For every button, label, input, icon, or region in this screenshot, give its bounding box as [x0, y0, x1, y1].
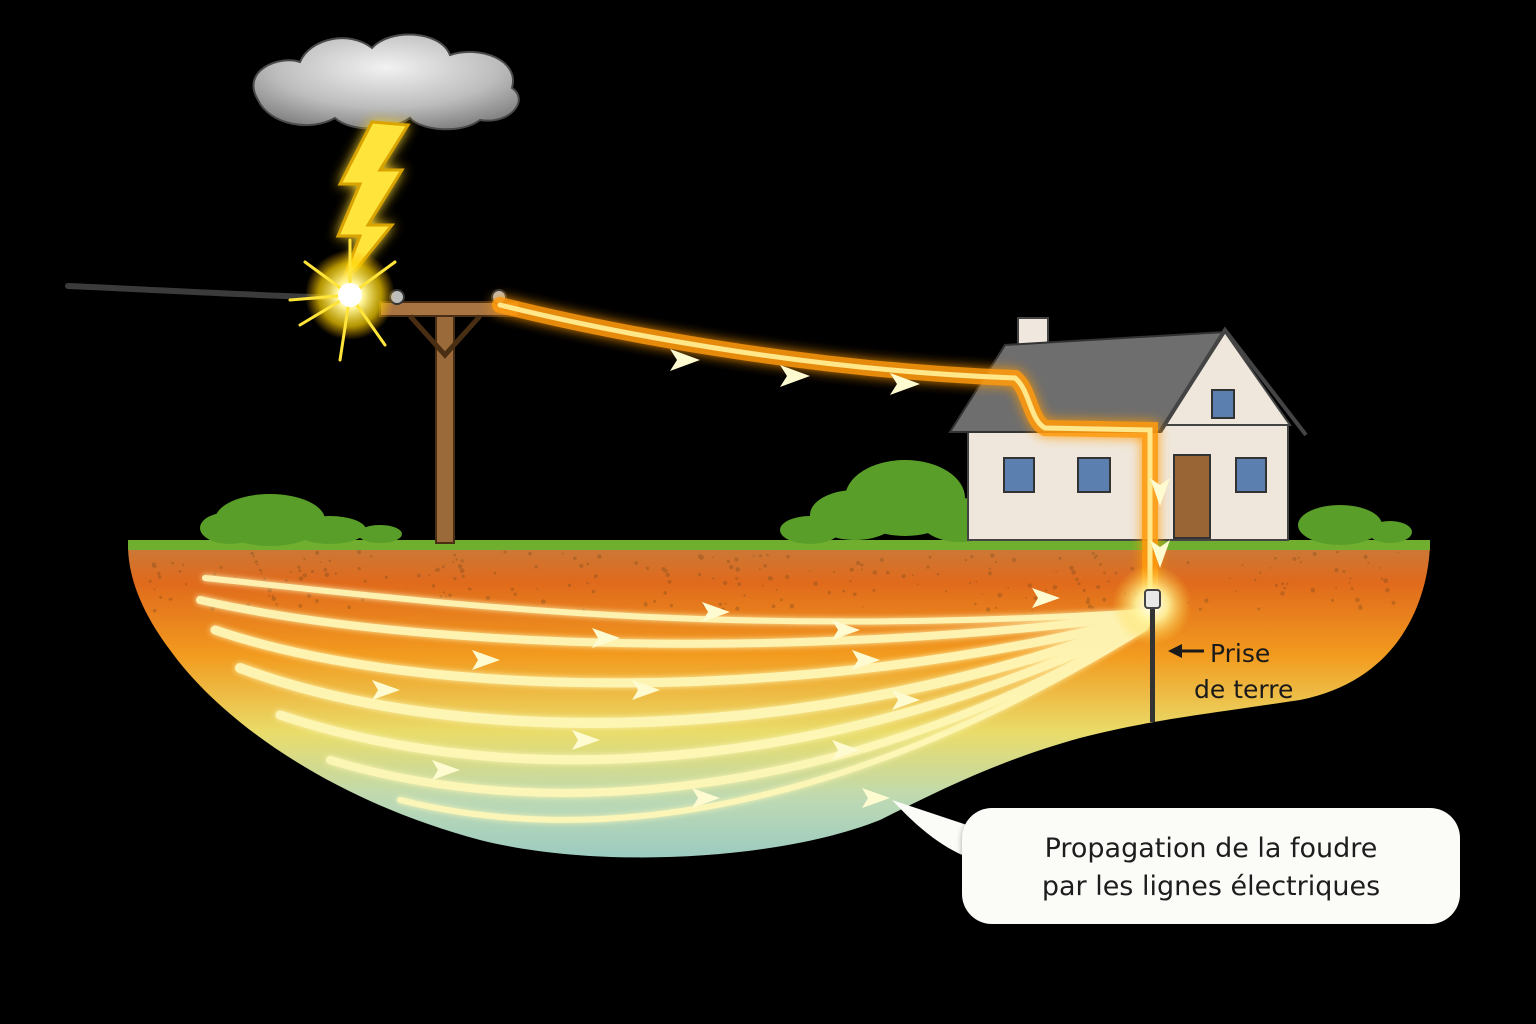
caption-text: Propagation de la foudre par les lignes …	[962, 830, 1460, 906]
bush-icon	[200, 494, 402, 546]
house-icon	[948, 317, 1308, 541]
ground-current-arrows	[372, 588, 1060, 808]
bush-icon	[780, 460, 1000, 544]
power-line-left	[65, 283, 348, 301]
window	[1003, 457, 1035, 493]
cloud-icon	[252, 33, 520, 131]
ground-rod-icon	[1112, 565, 1192, 722]
utility-pole-icon	[379, 289, 519, 544]
callout-tail	[892, 800, 982, 860]
caption-line2: par les lignes électriques	[1041, 871, 1381, 902]
window	[1211, 389, 1235, 419]
ground-rod-label-line2: de terre	[1194, 675, 1294, 704]
bush-icon	[1298, 505, 1412, 545]
window	[1077, 457, 1111, 493]
arrow-left-icon	[1168, 644, 1204, 658]
caption-line1: Propagation de la foudre	[1044, 833, 1378, 864]
window	[1235, 457, 1267, 493]
door	[1173, 454, 1211, 539]
power-line-surge	[492, 297, 1170, 608]
ground-rod-label-line1: Prise	[1210, 639, 1271, 668]
impact-flash	[288, 238, 397, 362]
ground-rod-label: Prise de terre	[1180, 636, 1293, 708]
caption-bubble: Propagation de la foudre par les lignes …	[962, 808, 1460, 924]
ground-current-lines	[196, 575, 1150, 823]
